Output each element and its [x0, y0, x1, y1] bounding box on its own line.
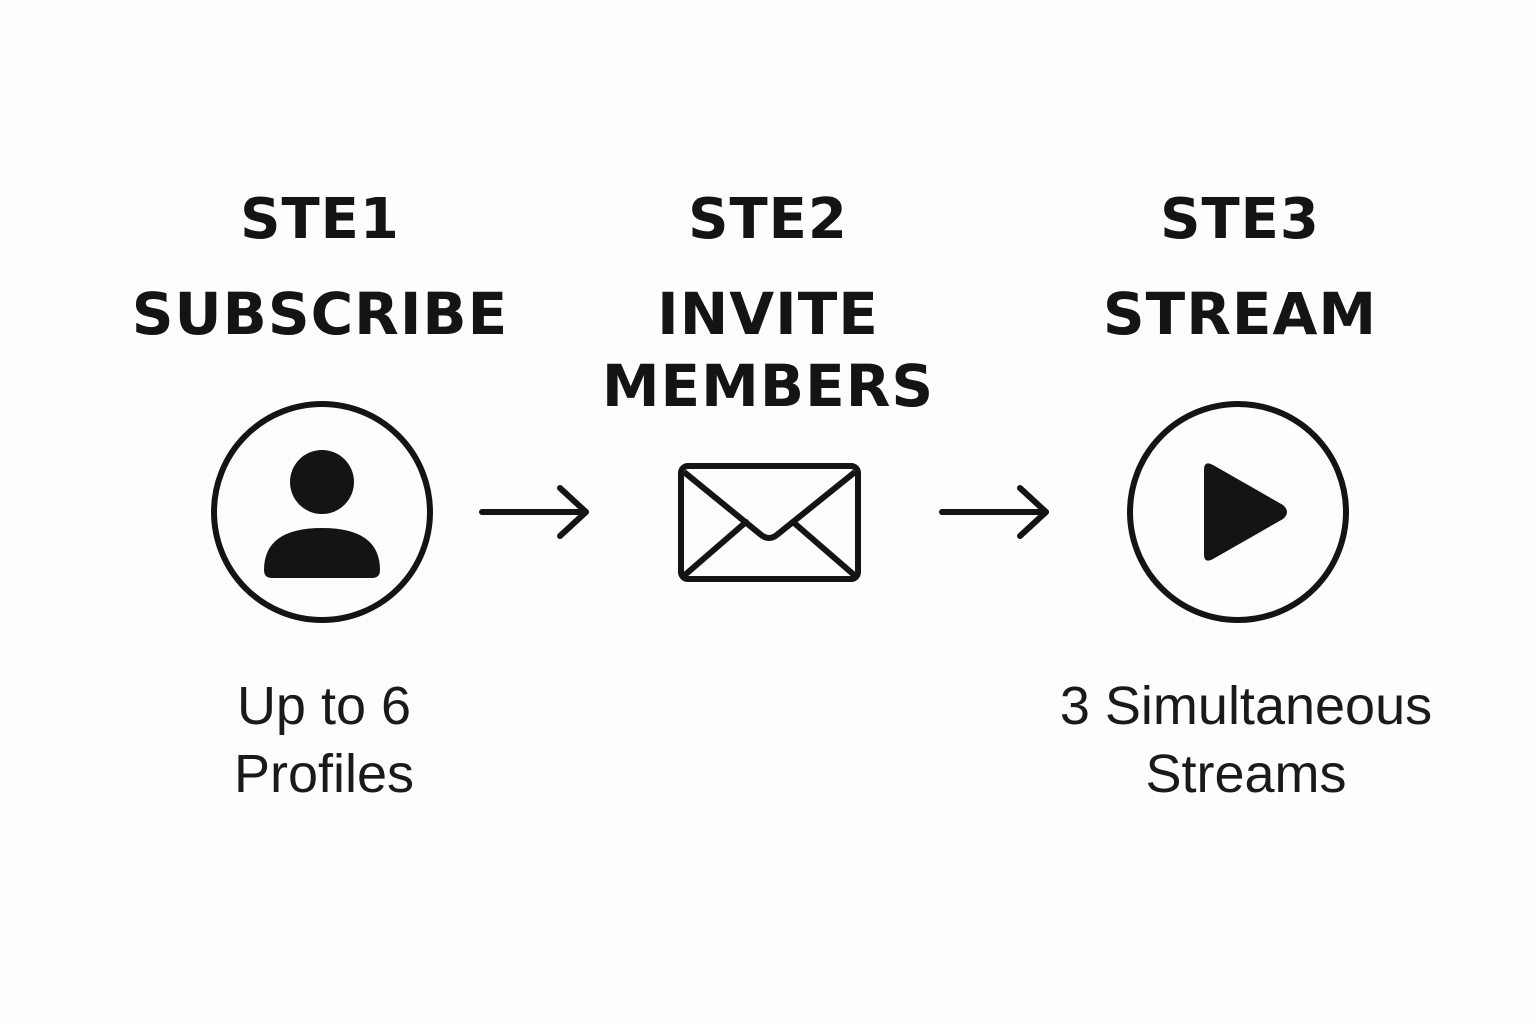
step-3-caption-line-1: 3 Simultaneous — [1059, 676, 1433, 736]
play-icon — [1127, 401, 1349, 623]
step-2-number: STE2 — [688, 187, 848, 252]
step-1-caption-line-2: Profiles — [233, 744, 415, 804]
step-2-title-line-1: INVITE — [657, 280, 879, 348]
step-3-caption-line-2: Streams — [1145, 744, 1347, 804]
step-1-caption-line-1: Up to 6 — [236, 676, 412, 736]
step-2-title: INVITE MEMBERS — [568, 278, 968, 422]
user-icon — [211, 401, 433, 623]
step-3-caption: 3 Simultaneous Streams — [1046, 672, 1446, 808]
step-1-title-line: SUBSCRIBE — [131, 280, 509, 348]
step-1-caption: Up to 6 Profiles — [124, 672, 524, 808]
step-1-number: STE1 — [240, 187, 400, 252]
arrow-right-icon — [479, 485, 589, 539]
step-3-number: STE3 — [1160, 187, 1320, 252]
step-3-title-line: STREAM — [1102, 280, 1378, 348]
arrow-right-icon — [939, 485, 1049, 539]
step-2-title-line-2: MEMBERS — [601, 352, 935, 420]
envelope-icon — [678, 463, 861, 582]
step-1-title: SUBSCRIBE — [120, 278, 520, 350]
step-3-title: STREAM — [1040, 278, 1440, 350]
